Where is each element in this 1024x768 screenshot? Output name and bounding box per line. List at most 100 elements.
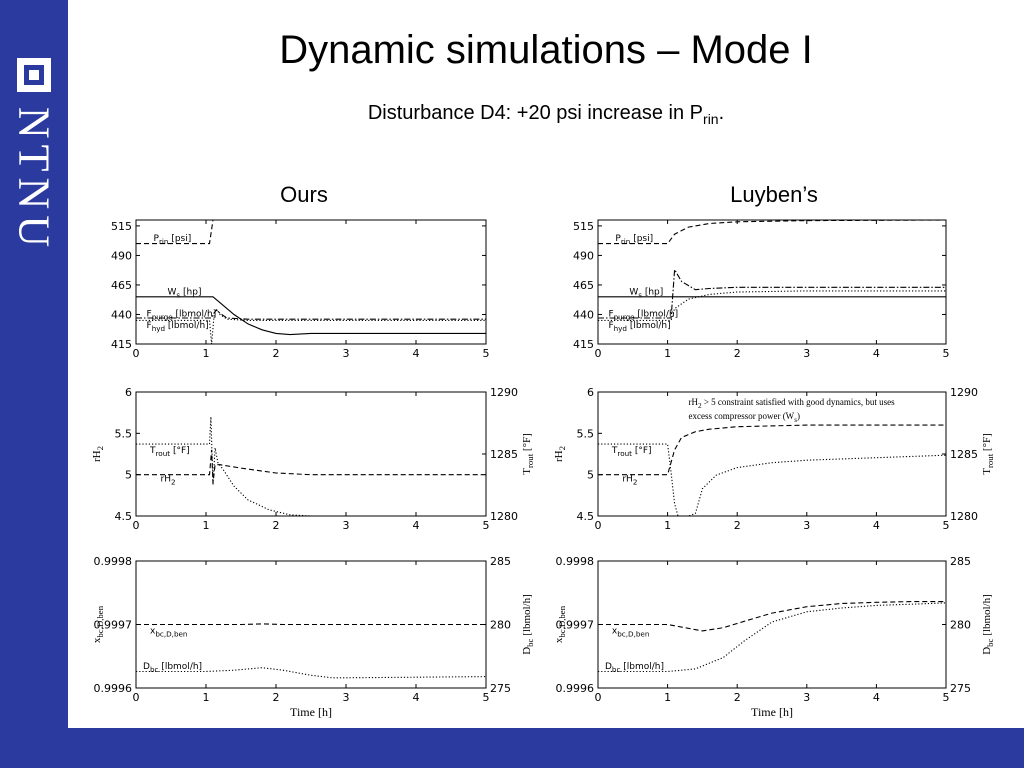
- y2-tick-label: 280: [490, 619, 511, 632]
- series-label: Ws [hp]: [629, 287, 663, 299]
- x-tick-label: 1: [203, 691, 210, 704]
- x-tick-label: 0: [595, 519, 602, 532]
- y-axis-label: rH2: [91, 446, 105, 462]
- y2-axis-label: Trout [°F]: [521, 433, 535, 475]
- sidebar: NTNU: [0, 0, 68, 768]
- x-tick-label: 2: [734, 347, 741, 360]
- series-label: Fhyd [lbmol/h]: [608, 321, 670, 333]
- y-tick-label: 515: [573, 220, 594, 233]
- y-tick-label: 0.9997: [556, 619, 595, 632]
- x-tick-label: 0: [595, 691, 602, 704]
- series-line: [598, 443, 947, 517]
- y2-tick-label: 1285: [950, 448, 978, 461]
- annotation-line-1: rH2 > 5 constraint satisfied with good d…: [688, 397, 895, 410]
- y-tick-label: 0.9996: [94, 682, 133, 695]
- y2-tick-label: 1285: [490, 448, 518, 461]
- x-tick-label: 5: [483, 691, 490, 704]
- y-tick-label: 0.9996: [556, 682, 595, 695]
- x-tick-label: 5: [943, 347, 950, 360]
- y2-tick-label: 1280: [950, 510, 978, 523]
- y-tick-label: 4.5: [115, 510, 133, 523]
- x-tick-label: 2: [734, 519, 741, 532]
- series-line: [136, 308, 486, 345]
- x-tick-label: 2: [273, 691, 280, 704]
- series-label: Dbc [lbmol/h]: [605, 662, 664, 674]
- x-tick-label: 4: [873, 519, 880, 532]
- y-tick-label: 5.5: [577, 427, 595, 440]
- column-label-luyben: Luyben’s: [730, 182, 818, 207]
- x-tick-label: 5: [943, 691, 950, 704]
- series-line: [136, 308, 486, 320]
- y-tick-label: 490: [111, 249, 132, 262]
- y-tick-label: 465: [573, 279, 594, 292]
- x-tick-label: 4: [873, 691, 880, 704]
- y-axis-label: xbc,D,ben: [553, 605, 567, 643]
- y-tick-label: 6: [587, 386, 594, 399]
- x-axis-label: Time [h]: [290, 705, 332, 719]
- series-line: [598, 601, 946, 632]
- x-tick-label: 1: [203, 519, 210, 532]
- x-tick-label: 1: [664, 347, 671, 360]
- y-tick-label: 490: [573, 249, 594, 262]
- page-title: Dynamic simulations – Mode I: [279, 28, 813, 72]
- series-label: rH2: [622, 474, 637, 486]
- annotation-line-2: excess compressor power (Ws): [688, 411, 800, 424]
- x-axis-label: Time [h]: [751, 705, 793, 719]
- y2-tick-label: 1290: [950, 386, 978, 399]
- y-tick-label: 440: [111, 308, 132, 321]
- series-label: Dbc [lbmol/h]: [143, 662, 202, 674]
- x-tick-label: 1: [203, 347, 210, 360]
- series-label: xbc,D,ben: [150, 626, 188, 638]
- series-label: rH2: [161, 474, 176, 486]
- x-tick-label: 0: [595, 347, 602, 360]
- series-label: Trout [°F]: [149, 446, 190, 458]
- series-label: Fpurge [lbmol/h]: [147, 310, 217, 322]
- x-tick-label: 1: [664, 691, 671, 704]
- x-tick-label: 2: [273, 347, 280, 360]
- x-tick-label: 3: [803, 347, 810, 360]
- y-axis-label: rH2: [553, 446, 567, 462]
- x-tick-label: 3: [343, 519, 350, 532]
- y-tick-label: 0.9998: [94, 555, 133, 568]
- y2-axis-label: Trout [°F]: [981, 433, 995, 475]
- column-label-ours: Ours: [280, 182, 328, 207]
- y2-tick-label: 285: [950, 555, 971, 568]
- ntnu-logo-icon: [17, 58, 51, 92]
- x-tick-label: 4: [413, 347, 420, 360]
- x-tick-label: 4: [413, 691, 420, 704]
- y-tick-label: 440: [573, 308, 594, 321]
- subtitle: Disturbance D4: +20 psi increase in Prin…: [367, 102, 725, 127]
- y2-axis-label: Dbc [lbmol/h]: [981, 594, 995, 655]
- x-tick-label: 5: [483, 519, 490, 532]
- x-tick-label: 3: [803, 519, 810, 532]
- bottom-bar: [68, 728, 1024, 768]
- y-tick-label: 6: [125, 386, 132, 399]
- y-tick-label: 5: [587, 469, 594, 482]
- series-line: [598, 424, 946, 476]
- series-line: [598, 219, 947, 245]
- x-tick-label: 0: [133, 691, 140, 704]
- x-tick-label: 3: [343, 691, 350, 704]
- x-tick-label: 1: [664, 519, 671, 532]
- x-tick-label: 0: [133, 519, 140, 532]
- series-line: [136, 416, 486, 517]
- series-line: [136, 449, 486, 483]
- series-label: Ws [hp]: [168, 287, 202, 299]
- y-tick-label: 465: [111, 279, 132, 292]
- x-tick-label: 5: [483, 347, 490, 360]
- y-axis-label: xbc,D,ben: [91, 605, 105, 643]
- series-line: [598, 290, 946, 321]
- x-tick-label: 2: [734, 691, 741, 704]
- y2-tick-label: 280: [950, 619, 971, 632]
- y-tick-label: 415: [573, 338, 594, 351]
- y2-tick-label: 275: [490, 682, 511, 695]
- y-tick-label: 515: [111, 220, 132, 233]
- x-tick-label: 5: [943, 519, 950, 532]
- series-label: Trout [°F]: [611, 446, 652, 458]
- x-tick-label: 3: [343, 347, 350, 360]
